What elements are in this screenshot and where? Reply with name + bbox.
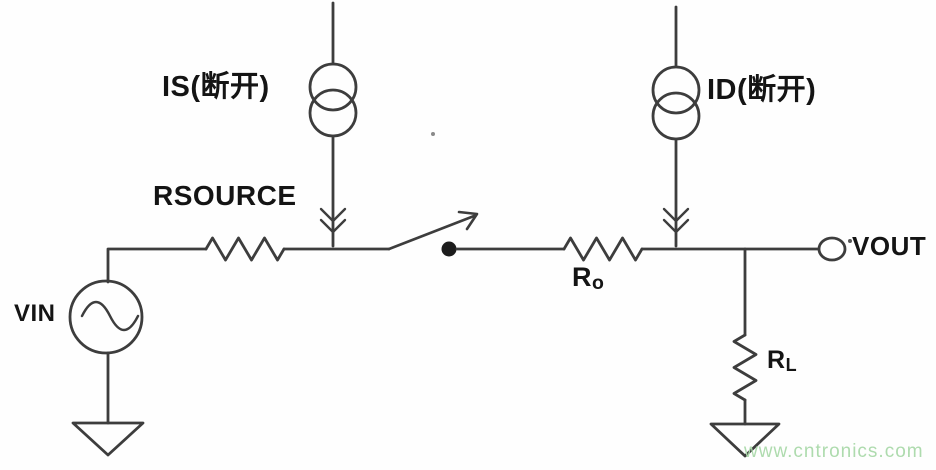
is-source-lower-circle [308,88,358,138]
rsource-resistor [204,236,286,262]
id-current-source [651,5,701,248]
ro-label-main: R [572,262,592,292]
is-current-source [308,1,358,248]
rl-label: RL [767,346,798,375]
rl-label-main: R [767,346,786,374]
ro-label: Ro [572,262,605,294]
is-source-upper-circle [308,62,358,112]
id-arrow-chevron-2 [662,218,690,234]
vout-label: VOUT [852,231,927,261]
rsource-label: RSOURCE [153,180,297,211]
vin-ground-icon [71,421,145,457]
rl-resistor [732,333,758,402]
vin-to-rsource-wire [106,247,208,284]
open-switch [387,210,479,257]
is-arrow-chevron-2 [319,218,347,234]
speck-artifact [431,132,435,136]
watermark: www.cntronics.com [744,441,924,462]
vout-terminal-circle [817,236,847,262]
ro-label-sub: o [592,272,605,294]
vout-label-dot [848,239,852,243]
is-source-label: IS(断开) [162,71,270,103]
switch-contact-dot [441,241,457,257]
id-source-lower-circle [651,91,701,141]
vin-ac-source [68,247,208,457]
sine-wave-icon [80,300,140,332]
id-source-label: ID(断开) [707,74,817,106]
rl-ground-icon [709,422,781,458]
rl-label-sub: L [785,355,798,375]
id-arrow-chevron-1 [662,207,690,223]
vin-source-circle [68,279,144,355]
switch-arrow-head [457,210,479,231]
vin-label: VIN [14,300,56,327]
id-source-upper-circle [651,65,701,115]
rl-load-branch [709,247,781,458]
ro-resistor [562,236,644,262]
is-arrow-chevron-1 [319,207,347,223]
switch-blade [387,214,476,251]
